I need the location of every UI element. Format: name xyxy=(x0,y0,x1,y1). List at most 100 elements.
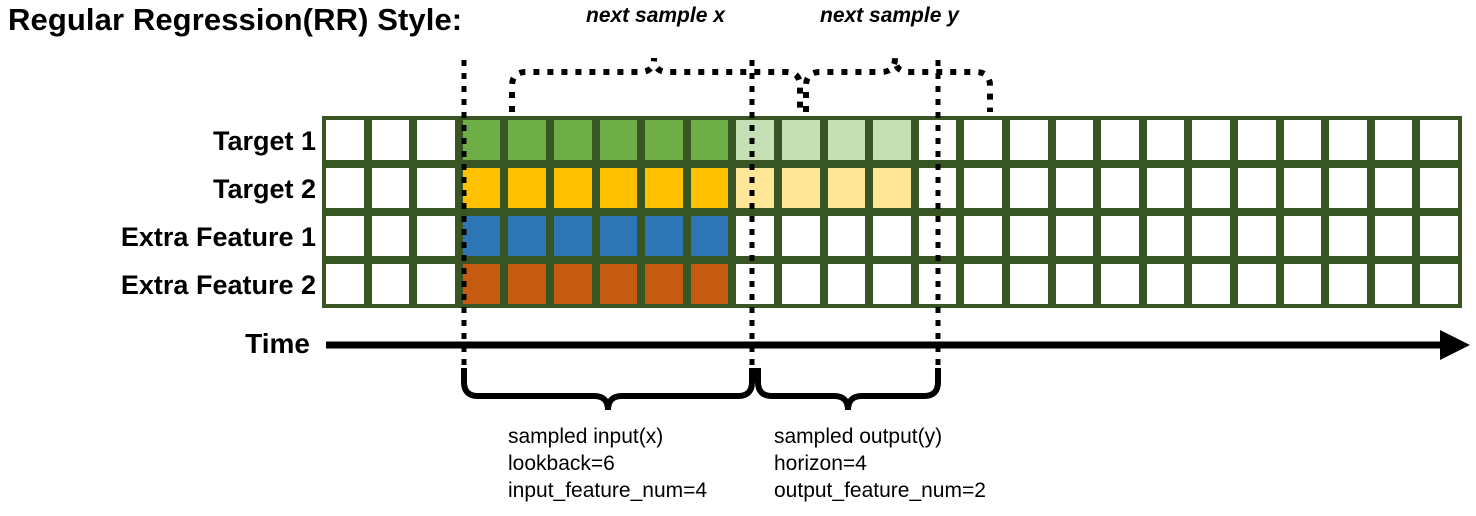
grid-cell-input xyxy=(599,216,638,256)
grid-cell-empty xyxy=(1192,120,1230,160)
grid-cell-empty xyxy=(1146,168,1185,208)
row-label-extra-feature-1: Extra Feature 1 xyxy=(120,222,316,252)
grid-cell-empty xyxy=(1192,168,1230,208)
grid-cell-empty xyxy=(964,264,1002,304)
grid-cell-empty xyxy=(326,120,364,160)
grid-cell-output xyxy=(782,168,820,208)
grid-cell-input xyxy=(508,216,546,256)
grid-cell-empty xyxy=(1374,264,1413,304)
grid-cell-empty xyxy=(1420,264,1458,304)
grid-cell-empty xyxy=(417,168,455,208)
grid-cell-empty xyxy=(873,264,911,304)
grid-cell-empty xyxy=(1101,168,1139,208)
grid-cell-empty xyxy=(371,216,410,256)
grid-cell-empty xyxy=(1238,120,1276,160)
grid-cell-input xyxy=(554,264,592,304)
grid-cell-empty xyxy=(1374,216,1413,256)
annotation-next-sample-y: next sample y xyxy=(820,4,959,27)
timeline-grid xyxy=(322,116,1462,308)
caption-sampled-output: sampled output(y) horizon=4 output_featu… xyxy=(774,425,986,502)
grid-cell-empty xyxy=(1055,264,1094,304)
grid-cell-input xyxy=(645,264,683,304)
grid-cell-input xyxy=(462,264,501,304)
grid-cell-empty xyxy=(417,120,455,160)
grid-cell-empty xyxy=(1101,216,1139,256)
grid-cell-empty xyxy=(782,264,820,304)
grid-cell-input xyxy=(462,216,501,256)
grid-cell-input xyxy=(508,168,546,208)
grid-cell-empty xyxy=(1374,168,1413,208)
grid-cell-empty xyxy=(1146,264,1185,304)
grid-cell-empty xyxy=(1329,120,1367,160)
grid-cell-input xyxy=(554,120,592,160)
grid-cell-empty xyxy=(1010,264,1048,304)
grid-cell-empty xyxy=(736,264,774,304)
grid-cell-empty xyxy=(1374,120,1413,160)
grid-cell-empty xyxy=(1283,120,1322,160)
grid-cell-input xyxy=(599,168,638,208)
grid-cell-empty xyxy=(918,216,957,256)
grid-cell-empty xyxy=(964,120,1002,160)
time-axis-label: Time xyxy=(245,328,310,359)
grid-cell-empty xyxy=(1329,168,1367,208)
grid-cell-empty xyxy=(326,216,364,256)
grid-cell-empty xyxy=(827,264,866,304)
grid-cell-empty xyxy=(1329,216,1367,256)
grid-cell-empty xyxy=(1055,168,1094,208)
time-axis-arrowhead xyxy=(1440,330,1470,360)
brace-sampled-output xyxy=(755,368,941,411)
grid-cell-empty xyxy=(1146,120,1185,160)
grid-cell-empty xyxy=(1329,264,1367,304)
row-label-target-2: Target 2 xyxy=(212,174,316,204)
grid-cell-empty xyxy=(1101,120,1139,160)
grid-cell-empty xyxy=(918,168,957,208)
grid-cell-input xyxy=(554,216,592,256)
annotation-next-sample-x: next sample x xyxy=(586,4,725,27)
grid-row xyxy=(322,260,1462,308)
grid-cell-empty xyxy=(1238,216,1276,256)
brace-next-sample-x xyxy=(509,57,803,112)
grid-cell-output xyxy=(827,168,866,208)
grid-cell-empty xyxy=(1283,264,1322,304)
grid-cell-output xyxy=(873,168,911,208)
grid-cell-input xyxy=(599,120,638,160)
grid-cell-empty xyxy=(1420,216,1458,256)
grid-cell-empty xyxy=(873,216,911,256)
grid-cell-input xyxy=(645,168,683,208)
grid-cell-input xyxy=(508,120,546,160)
grid-cell-empty xyxy=(1010,216,1048,256)
grid-cell-empty xyxy=(827,216,866,256)
grid-cell-empty xyxy=(1010,168,1048,208)
grid-cell-output xyxy=(736,120,774,160)
grid-cell-empty xyxy=(417,216,455,256)
grid-cell-input xyxy=(690,120,729,160)
grid-cell-empty xyxy=(918,264,957,304)
grid-cell-input xyxy=(690,168,729,208)
grid-row xyxy=(322,164,1462,212)
grid-cell-input xyxy=(462,168,501,208)
grid-cell-input xyxy=(508,264,546,304)
grid-cell-empty xyxy=(371,120,410,160)
grid-cell-empty xyxy=(1055,216,1094,256)
grid-cell-empty xyxy=(1192,264,1230,304)
grid-row xyxy=(322,212,1462,260)
grid-cell-input xyxy=(690,264,729,304)
row-label-extra-feature-2: Extra Feature 2 xyxy=(120,270,316,300)
grid-cell-input xyxy=(690,216,729,256)
grid-cell-empty xyxy=(417,264,455,304)
grid-cell-empty xyxy=(1283,216,1322,256)
grid-cell-input xyxy=(554,168,592,208)
grid-cell-empty xyxy=(371,168,410,208)
grid-cell-empty xyxy=(1283,168,1322,208)
page-title: Regular Regression(RR) Style: xyxy=(8,2,463,37)
grid-cell-empty xyxy=(918,120,957,160)
grid-cell-empty xyxy=(964,168,1002,208)
grid-cell-empty xyxy=(782,216,820,256)
grid-cell-empty xyxy=(1010,120,1048,160)
grid-cell-input xyxy=(599,264,638,304)
grid-cell-empty xyxy=(1146,216,1185,256)
grid-cell-empty xyxy=(736,216,774,256)
grid-cell-empty xyxy=(1238,168,1276,208)
grid-cell-empty xyxy=(326,168,364,208)
